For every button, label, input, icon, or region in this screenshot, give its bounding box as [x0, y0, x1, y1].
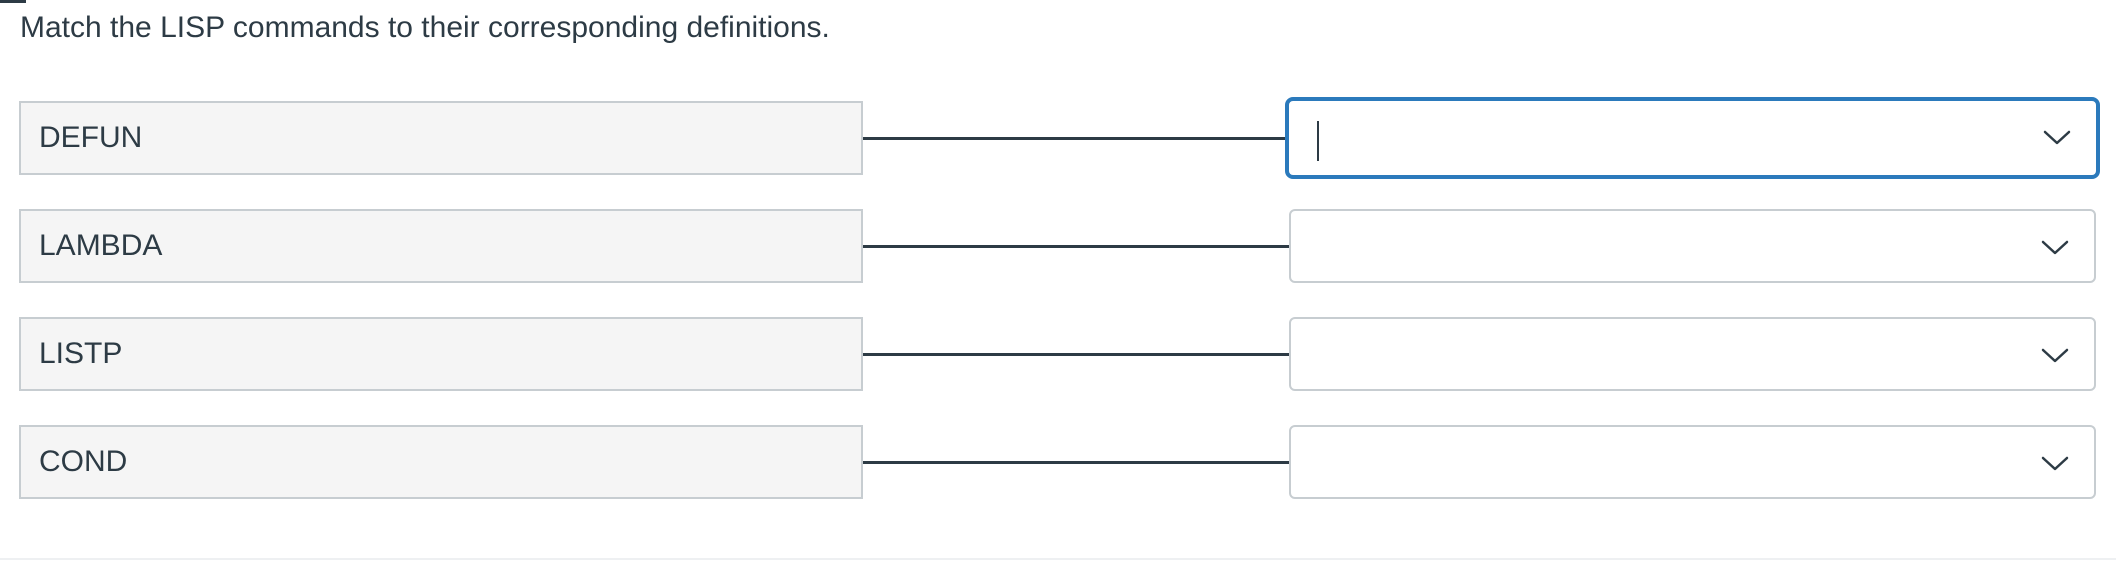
text-caret — [1317, 121, 1319, 161]
term-label-4: COND — [39, 445, 128, 478]
definition-select-4[interactable] — [1289, 425, 2096, 499]
connector-line-2 — [863, 245, 1289, 248]
match-row-1: DEFUN — [0, 97, 2116, 179]
definition-select-2[interactable] — [1289, 209, 2096, 283]
term-label-2: LAMBDA — [39, 229, 163, 262]
match-row-4: COND — [0, 425, 2116, 501]
question-text: Match the LISP commands to their corresp… — [20, 11, 830, 44]
term-box-2: LAMBDA — [19, 209, 863, 283]
chevron-down-icon — [2041, 240, 2069, 255]
term-box-3: LISTP — [19, 317, 863, 391]
definition-select-1[interactable] — [1285, 97, 2100, 179]
corner-mark — [0, 0, 26, 3]
chevron-down-icon — [2041, 456, 2069, 471]
match-row-3: LISTP — [0, 317, 2116, 393]
match-row-2: LAMBDA — [0, 209, 2116, 285]
term-label-1: DEFUN — [39, 121, 143, 154]
definition-select-3[interactable] — [1289, 317, 2096, 391]
bottom-divider — [0, 558, 2116, 560]
term-box-4: COND — [19, 425, 863, 499]
term-box-1: DEFUN — [19, 101, 863, 175]
connector-line-1 — [863, 137, 1289, 140]
chevron-down-icon — [2041, 348, 2069, 363]
connector-line-4 — [863, 461, 1289, 464]
connector-line-3 — [863, 353, 1289, 356]
chevron-down-icon — [2043, 130, 2071, 145]
term-label-3: LISTP — [39, 337, 123, 370]
